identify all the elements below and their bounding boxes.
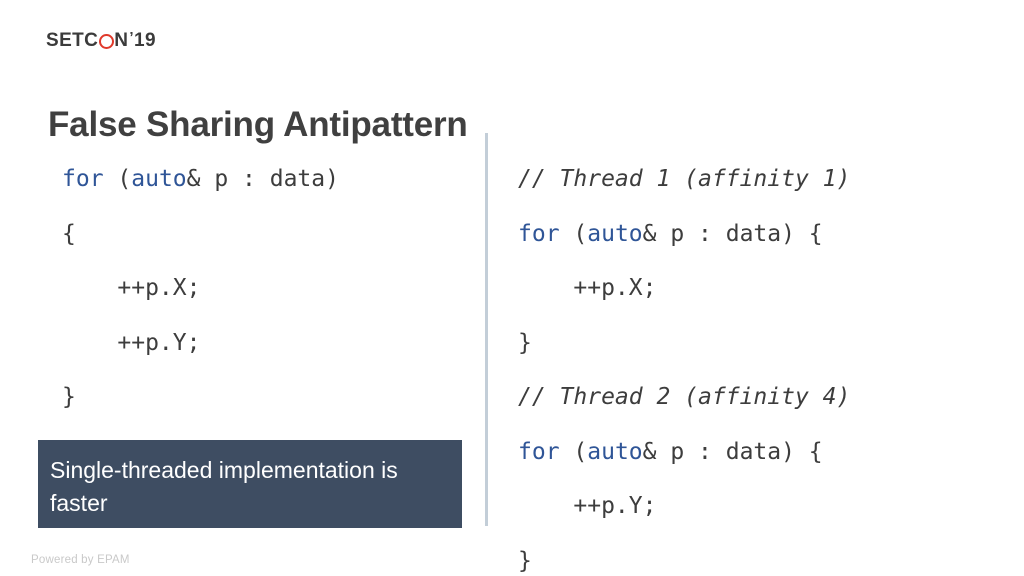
code-token-cmt: // Thread 1 (affinity 1): [518, 166, 851, 192]
code-token-kw: auto: [131, 166, 187, 192]
code-token-plain: & p : data) {: [642, 438, 823, 465]
code-line: ++p.X;: [62, 261, 339, 316]
callout-box: Single-threaded implementation is faster: [38, 440, 462, 528]
code-line: ++p.X;: [518, 261, 850, 316]
code-line: }: [518, 534, 850, 576]
code-line: // Thread 2 (affinity 4): [518, 370, 850, 425]
logo-text-suffix: N: [114, 30, 129, 51]
code-line: for (auto& p : data) {: [518, 425, 850, 480]
code-token-plain: ++p.Y;: [518, 493, 657, 519]
callout-text: Single-threaded implementation is faster: [50, 457, 398, 516]
code-token-plain: ++p.X;: [518, 275, 657, 301]
code-token-kw: for: [62, 166, 104, 192]
code-token-plain: {: [62, 220, 76, 247]
logo-text-prefix: SETC: [46, 30, 99, 51]
code-token-plain: & p : data): [186, 166, 339, 192]
page-title: False Sharing Antipattern: [48, 105, 468, 145]
code-line: ++p.Y;: [62, 316, 339, 371]
code-line: // Thread 1 (affinity 1): [518, 152, 850, 207]
code-token-kw: for: [518, 438, 560, 465]
column-divider: [485, 133, 488, 526]
code-token-plain: ++p.Y;: [62, 329, 201, 356]
code-line: for (auto& p : data): [62, 152, 339, 207]
code-token-kw: auto: [587, 220, 643, 247]
code-token-plain: }: [62, 384, 76, 410]
code-token-plain: (: [103, 166, 132, 192]
right-code-block: // Thread 1 (affinity 1)for (auto& p : d…: [518, 152, 850, 576]
code-line: }: [518, 316, 850, 371]
code-token-plain: ++p.X;: [62, 275, 201, 301]
code-token-kw: for: [518, 220, 560, 247]
code-token-plain: (: [559, 438, 588, 465]
left-code-block: for (auto& p : data) { ++p.X; ++p.Y;}: [62, 152, 339, 425]
code-line: ++p.Y;: [518, 479, 850, 534]
code-token-cmt: // Thread 2 (affinity 4): [518, 384, 851, 410]
code-token-plain: (: [559, 220, 588, 247]
footer-powered-by: Powered by EPAM: [31, 554, 130, 566]
logo-o-ring-icon: [98, 33, 114, 49]
code-token-plain: }: [518, 329, 532, 356]
code-line: {: [62, 207, 339, 262]
logo-year: 19: [133, 30, 156, 51]
setcon-logo: SETC N ’ 19: [46, 29, 156, 51]
code-line: }: [62, 370, 339, 425]
code-token-plain: }: [518, 547, 532, 574]
code-token-kw: auto: [587, 438, 643, 465]
logo-apostrophe: ’: [129, 29, 134, 46]
code-line: for (auto& p : data) {: [518, 207, 850, 262]
code-token-plain: & p : data) {: [642, 220, 823, 247]
